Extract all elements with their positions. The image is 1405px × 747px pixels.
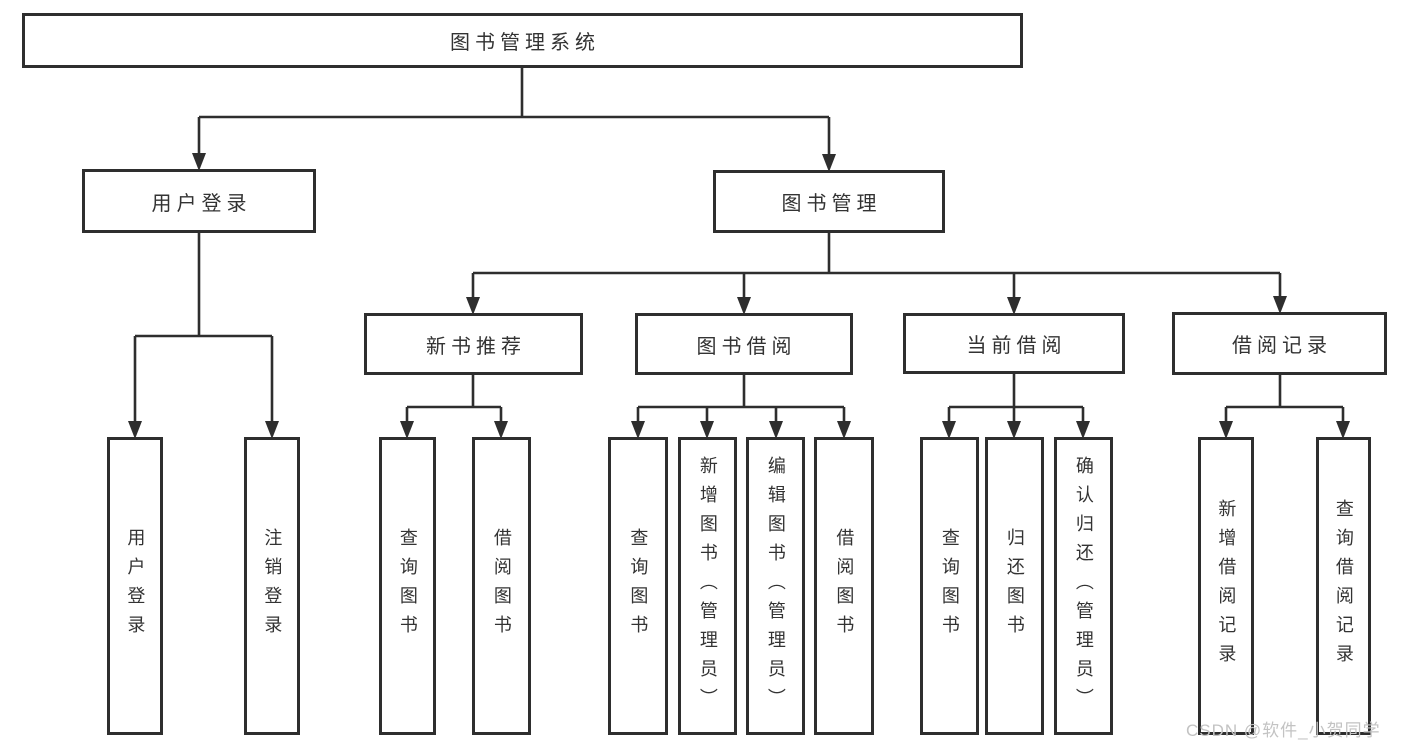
leaf-logout-label: 注销登录 [262,528,283,644]
leaf-newbook-borrow-books: 借阅图书 [472,437,531,735]
node-borrow-records-label: 借阅记录 [1232,335,1332,357]
leaf-borrow-edit-books-admin: 编辑图书（管理员） [746,437,805,735]
leaf-newbook-query-books: 查询图书 [379,437,436,735]
leaf-borrow-query-books-label: 查询图书 [628,528,649,644]
leaf-newbook-borrow-books-label: 借阅图书 [491,528,512,644]
node-borrow-records: 借阅记录 [1172,312,1387,375]
leaf-borrow-query-books: 查询图书 [608,437,668,735]
node-user-login: 用户登录 [82,169,316,233]
leaf-user-login-label: 用户登录 [125,528,146,644]
leaf-current-query-books-label: 查询图书 [939,528,960,644]
leaf-current-return-books-label: 归还图书 [1004,528,1025,644]
leaf-records-query-record: 查询借阅记录 [1316,437,1371,735]
leaf-newbook-query-books-label: 查询图书 [397,528,418,644]
leaf-borrow-edit-books-admin-label: 编辑图书（管理员） [765,455,786,717]
leaf-current-return-books: 归还图书 [985,437,1044,735]
node-new-book-recommend-label: 新书推荐 [426,335,526,358]
node-root: 图书管理系统 [22,13,1023,68]
leaf-logout: 注销登录 [244,437,300,735]
leaf-records-query-record-label: 查询借阅记录 [1333,499,1354,673]
node-new-book-recommend: 新书推荐 [364,313,583,375]
leaf-records-add-record: 新增借阅记录 [1198,437,1254,735]
node-book-borrow: 图书借阅 [635,313,853,375]
leaf-records-add-record-label: 新增借阅记录 [1216,499,1237,673]
leaf-user-login: 用户登录 [107,437,163,735]
leaf-borrow-add-books-admin: 新增图书（管理员） [678,437,737,735]
node-current-borrow-label: 当前借阅 [966,335,1067,357]
node-user-login-label: 用户登录 [151,192,252,215]
leaf-borrow-borrow-books-label: 借阅图书 [834,528,855,644]
node-root-label: 图书管理系统 [450,32,600,54]
node-book-borrow-label: 图书借阅 [696,335,797,358]
leaf-current-confirm-return-admin-label: 确认归还（管理员） [1073,455,1094,717]
node-current-borrow: 当前借阅 [903,313,1125,374]
node-book-management-label: 图书管理 [781,193,882,215]
leaf-current-confirm-return-admin: 确认归还（管理员） [1054,437,1113,735]
leaf-borrow-borrow-books: 借阅图书 [814,437,874,735]
leaf-current-query-books: 查询图书 [920,437,979,735]
node-book-management: 图书管理 [713,170,945,233]
leaf-borrow-add-books-admin-label: 新增图书（管理员） [697,455,718,717]
csdn-watermark: CSDN @软件_小贺同学 [1186,721,1381,740]
